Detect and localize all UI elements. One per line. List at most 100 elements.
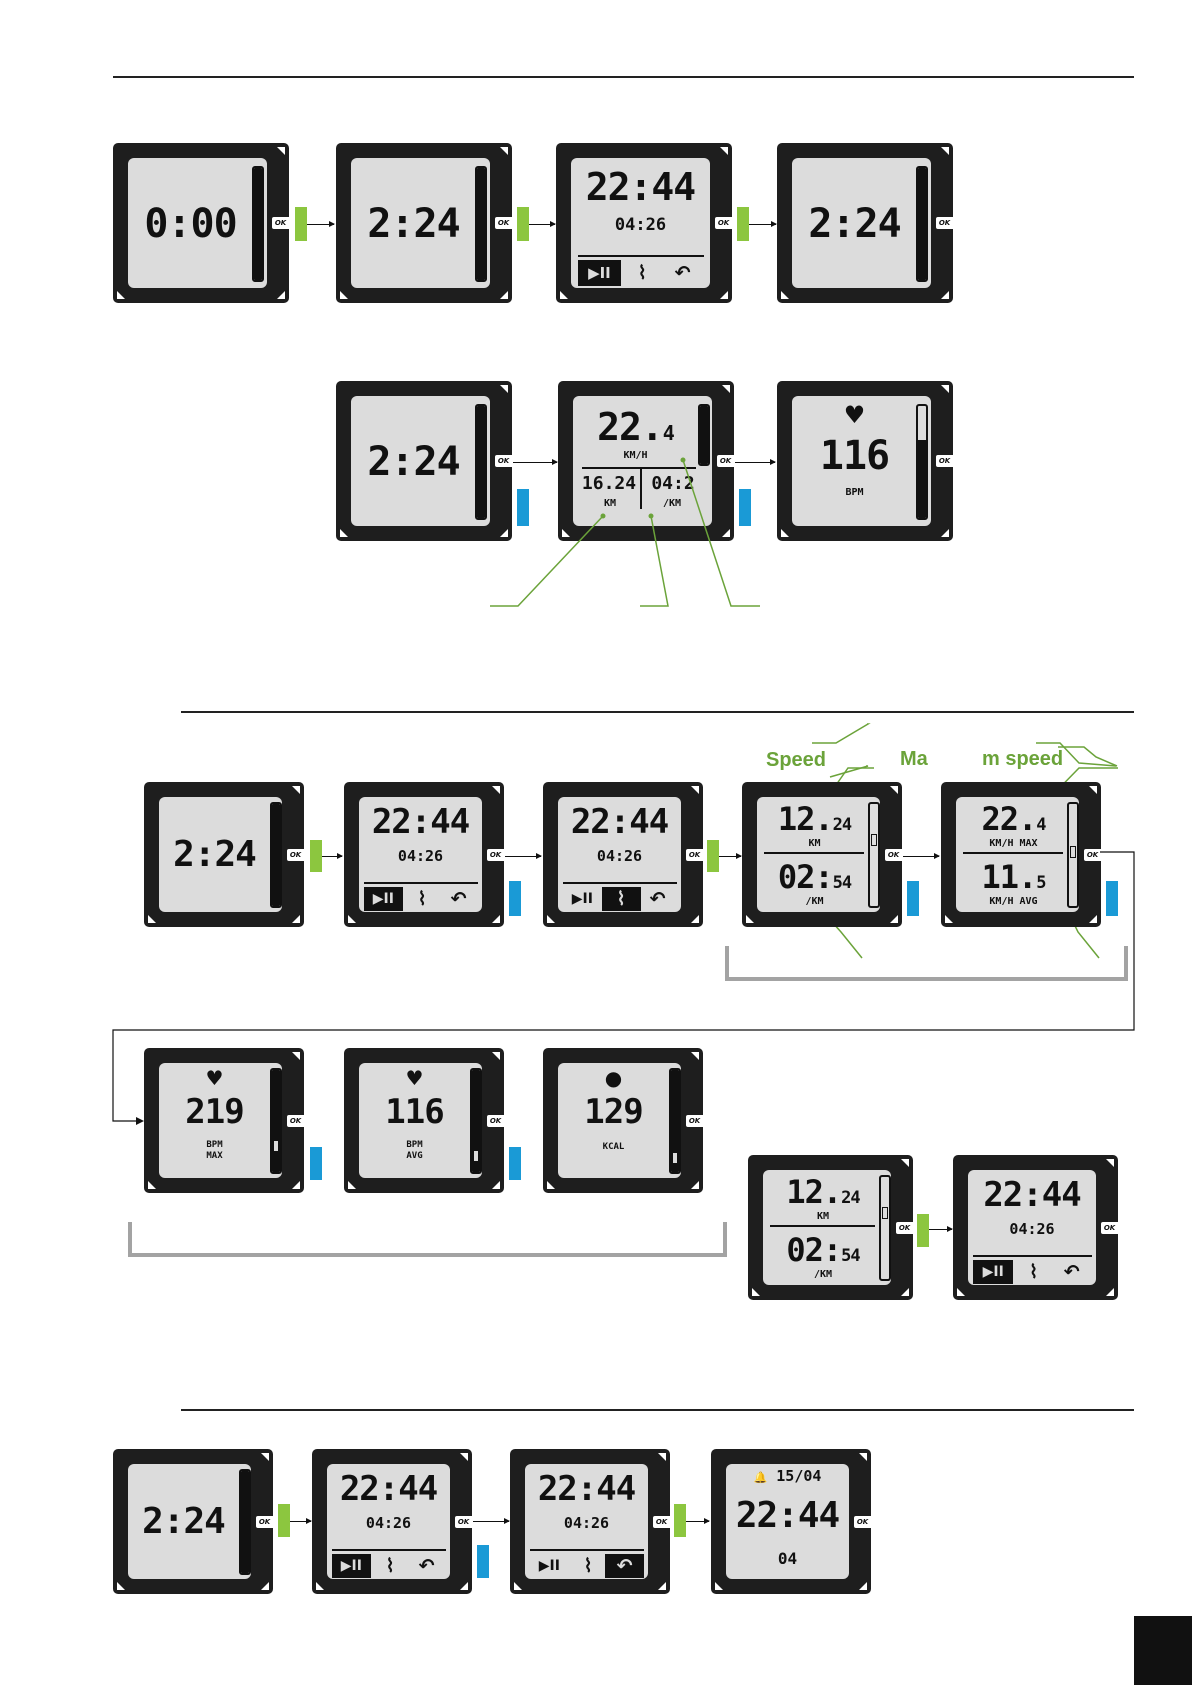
pace-value: 02:54 xyxy=(777,858,852,896)
flow-arrow xyxy=(307,221,335,227)
ok-button[interactable]: OK xyxy=(854,1516,871,1528)
chart-icon[interactable]: ⌇ xyxy=(417,888,427,910)
chart-icon[interactable]: ⌇ xyxy=(601,887,641,911)
avg-heart-rate-unit: BPM xyxy=(406,1140,423,1150)
back-icon[interactable]: ↶ xyxy=(674,262,691,284)
watch-stats-max-avg-speed: 22.4 KM/H MAX 11.5 KM/H AVG OK xyxy=(941,782,1101,927)
blue-button-indicator xyxy=(310,1147,322,1180)
play-pause-icon[interactable]: ▶II xyxy=(538,1558,560,1574)
ok-button[interactable]: OK xyxy=(936,217,953,229)
watch-timer-paused: 2:24 OK xyxy=(777,143,953,303)
ok-button[interactable]: OK xyxy=(686,1115,703,1127)
heart-icon: ♥ xyxy=(205,1066,224,1090)
green-button-indicator xyxy=(917,1214,929,1247)
watch-menu-pause: 22:44 04:26 ▶II ⌇ ↶ OK xyxy=(953,1155,1118,1300)
chart-icon[interactable]: ⌇ xyxy=(1029,1261,1039,1283)
watch-timer: 2:24 OK xyxy=(113,1449,273,1594)
watch-timer-zero: 0:00 OK xyxy=(113,143,289,303)
clock-time: 22:44 xyxy=(735,1495,840,1536)
clock-time: 22:44 xyxy=(983,1175,1081,1215)
ok-button[interactable]: OK xyxy=(487,1115,504,1127)
blue-button-indicator xyxy=(739,489,751,526)
clock-time: 22:44 xyxy=(537,1469,636,1509)
watch-menu-back: 22:44 04:26 ▶II ⌇ ↶ OK xyxy=(510,1449,670,1594)
back-icon[interactable]: ↶ xyxy=(605,1554,644,1578)
back-icon[interactable]: ↶ xyxy=(649,888,666,910)
timer-value: 2:24 xyxy=(173,834,257,875)
watch-clock-date: 🔔 15/04 22:44 04 OK xyxy=(711,1449,871,1594)
ok-button[interactable]: OK xyxy=(715,217,732,229)
ok-button[interactable]: OK xyxy=(287,1115,304,1127)
timer-value: 2:24 xyxy=(367,201,460,247)
blue-button-indicator xyxy=(907,881,919,916)
watch-timer: 2:24 OK xyxy=(336,381,512,541)
calories-unit: KCAL xyxy=(602,1142,625,1152)
flow-arrow xyxy=(735,459,776,465)
flow-arrow xyxy=(505,853,542,859)
green-button-indicator xyxy=(295,207,307,241)
watch-stats-speed-pace: 12.24 KM 02:54 /KM OK xyxy=(742,782,902,927)
watch-menu-pause: 22:44 04:26 ▶II ⌇ ↶ OK xyxy=(344,782,504,927)
green-button-indicator xyxy=(707,840,719,872)
label-max: Ma xyxy=(900,748,928,770)
chart-icon[interactable]: ⌇ xyxy=(637,262,647,284)
section-rule-1 xyxy=(113,76,1134,78)
ok-button[interactable]: OK xyxy=(896,1222,913,1234)
play-pause-icon[interactable]: ▶II xyxy=(332,1554,371,1578)
back-icon[interactable]: ↶ xyxy=(418,1555,435,1577)
ok-button[interactable]: OK xyxy=(487,849,504,861)
blue-button-indicator xyxy=(509,881,521,916)
play-pause-icon[interactable]: ▶II xyxy=(571,891,593,907)
chart-icon[interactable]: ⌇ xyxy=(385,1555,395,1577)
back-icon[interactable]: ↶ xyxy=(1063,1261,1080,1283)
speed-unit: KM/H xyxy=(623,450,648,461)
ok-button[interactable]: OK xyxy=(936,455,953,467)
avg-heart-rate-value: 116 xyxy=(385,1092,444,1132)
ok-button[interactable]: OK xyxy=(885,849,902,861)
back-icon[interactable]: ↶ xyxy=(450,888,467,910)
ok-button[interactable]: OK xyxy=(272,217,289,229)
calories-value: 129 xyxy=(584,1092,643,1132)
watch-menu-pause: 22:44 04:26 ▶II ⌇ ↶ OK xyxy=(312,1449,472,1594)
page-number-box xyxy=(1134,1616,1192,1685)
clock-time: 22:44 xyxy=(371,802,470,842)
clock-time: 22:44 xyxy=(339,1469,438,1509)
watch-speed-screen: 22.4 KM/H 16.24 KM 04:2 /KM OK xyxy=(558,381,734,541)
green-button-indicator xyxy=(310,840,322,872)
pace-unit: /KM xyxy=(805,896,824,907)
section-rule-3 xyxy=(181,1409,1134,1411)
elapsed-time: 04:26 xyxy=(397,847,444,865)
heart-icon: ♥ xyxy=(843,401,866,429)
speed-value: 12.24 xyxy=(786,1173,860,1211)
ok-button[interactable]: OK xyxy=(653,1516,670,1528)
ok-button[interactable]: OK xyxy=(717,455,734,467)
timer-value: 0:00 xyxy=(144,201,237,247)
ok-button[interactable]: OK xyxy=(287,849,304,861)
watch-max-heart-rate: ♥ 219 BPM MAX OK xyxy=(144,1048,304,1193)
play-pause-icon[interactable]: ▶II xyxy=(364,887,403,911)
flow-arrow xyxy=(290,1518,312,1524)
distance-value: 16.24 xyxy=(581,473,637,494)
watch-menu-pause: 22:44 04:26 ▶II ⌇ ↶ OK xyxy=(556,143,732,303)
speed-unit: KM xyxy=(808,838,821,849)
label-max-speed: m speed xyxy=(982,748,1064,770)
ok-button[interactable]: OK xyxy=(686,849,703,861)
watch-heart-rate: ♥ 116 BPM OK xyxy=(777,381,953,541)
blue-button-indicator xyxy=(1106,881,1118,916)
apple-icon: ● xyxy=(604,1066,623,1090)
group-bracket xyxy=(725,946,1128,981)
play-pause-icon[interactable]: ▶II xyxy=(973,1260,1014,1284)
max-speed-unit: KM/H MAX xyxy=(989,838,1038,849)
ok-button[interactable]: OK xyxy=(455,1516,472,1528)
chart-icon[interactable]: ⌇ xyxy=(583,1555,593,1577)
ok-button[interactable]: OK xyxy=(1084,849,1101,861)
play-pause-icon[interactable]: ▶II xyxy=(578,260,621,286)
ok-button[interactable]: OK xyxy=(256,1516,273,1528)
distance-unit: KM xyxy=(603,498,617,509)
ok-button[interactable]: OK xyxy=(1101,1222,1118,1234)
heart-rate-unit: BPM xyxy=(845,487,864,498)
ok-button[interactable]: OK xyxy=(495,455,512,467)
date-display: 🔔 15/04 xyxy=(753,1467,822,1485)
flow-arrow xyxy=(529,221,556,227)
ok-button[interactable]: OK xyxy=(495,217,512,229)
